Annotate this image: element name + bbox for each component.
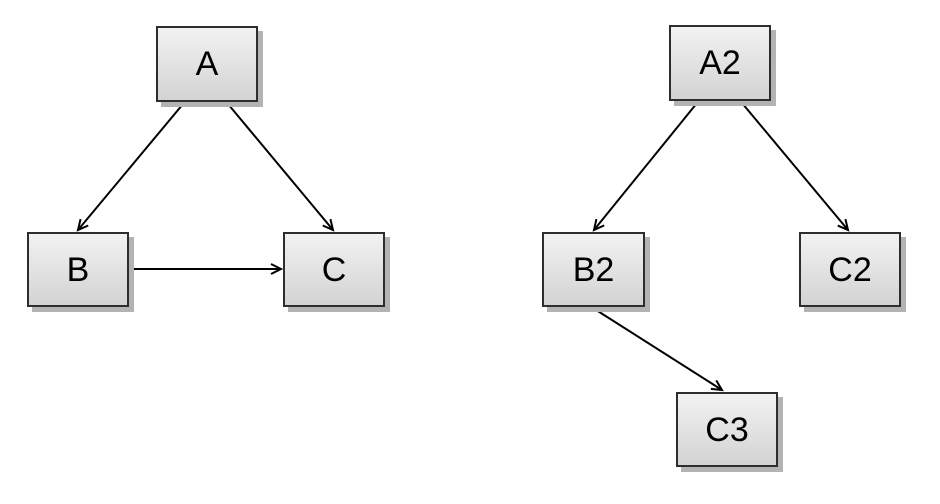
- node-label: C2: [828, 250, 872, 289]
- node-B[interactable]: B: [27, 232, 129, 307]
- node-A[interactable]: A: [156, 26, 258, 102]
- node-B2[interactable]: B2: [542, 232, 645, 307]
- node-C[interactable]: C: [283, 232, 385, 307]
- node-C2[interactable]: C2: [799, 232, 901, 307]
- node-label: A: [195, 45, 219, 83]
- edge-A2-B2: [592, 102, 698, 232]
- node-label: B: [66, 250, 90, 289]
- node-A2[interactable]: A2: [669, 25, 771, 101]
- node-label: A2: [699, 44, 741, 82]
- node-label: B2: [572, 250, 615, 289]
- edge-A-B: [76, 103, 184, 232]
- edge-A-C: [227, 103, 335, 232]
- edges-group: [76, 102, 850, 392]
- edge-A2-C2: [741, 102, 850, 232]
- node-label: C3: [705, 410, 749, 449]
- node-label: C: [321, 250, 347, 289]
- edge-B2-C3: [592, 307, 724, 392]
- node-C3[interactable]: C3: [676, 392, 778, 467]
